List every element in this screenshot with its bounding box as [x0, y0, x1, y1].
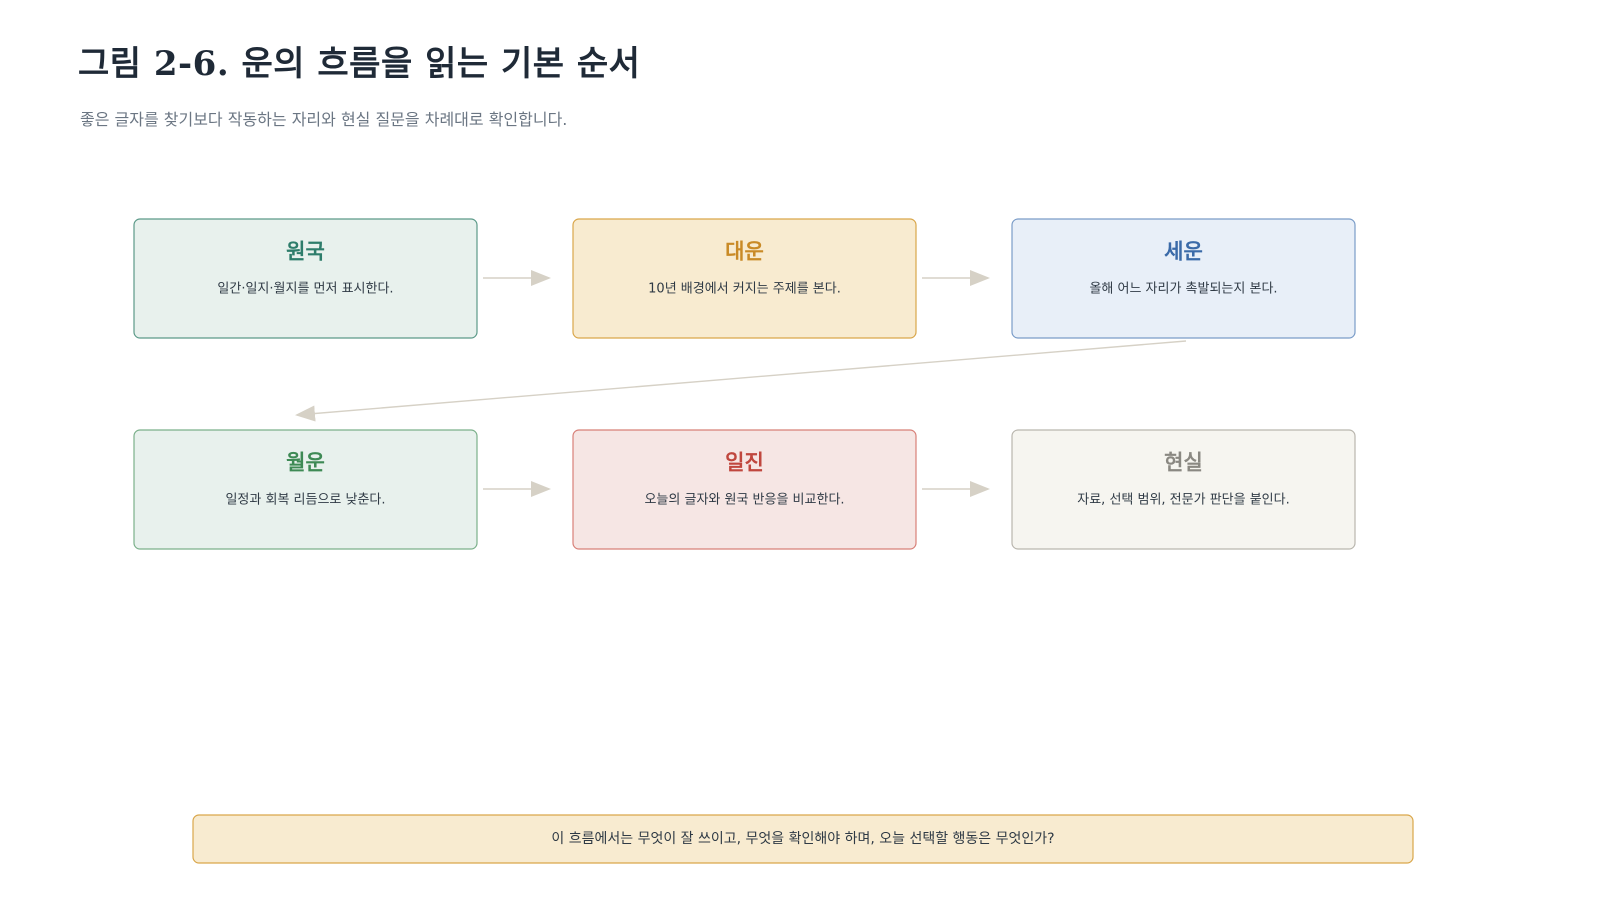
step-description: 일정과 회복 리듬으로 낮춘다. — [225, 493, 385, 508]
step-title: 원국 — [286, 239, 325, 264]
step-description: 올해 어느 자리가 촉발되는지 본다. — [1089, 282, 1277, 297]
step-title: 일진 — [725, 450, 764, 475]
figure-title: 그림 2-6. 운의 흐름을 읽는 기본 순서 — [78, 44, 641, 84]
step-box-frame — [572, 218, 917, 339]
step-title: 현실 — [1164, 450, 1203, 475]
step-description: 오늘의 글자와 원국 반응을 비교한다. — [644, 493, 844, 508]
step-description: 자료, 선택 범위, 전문가 판단을 붙인다. — [1077, 493, 1289, 508]
step-box-frame — [133, 429, 478, 550]
step-box-frame — [1011, 218, 1356, 339]
footer-box — [192, 814, 1414, 864]
figure-subtitle: 좋은 글자를 찾기보다 작동하는 자리와 현실 질문을 차례대로 확인합니다. — [80, 110, 568, 129]
step-box-frame — [572, 429, 917, 550]
step-title: 대운 — [725, 239, 764, 264]
step-description: 일간·일지·월지를 먼저 표시한다. — [217, 282, 393, 297]
step-description: 10년 배경에서 커지는 주제를 본다. — [648, 282, 841, 297]
footer-callout: 이 흐름에서는 무엇이 잘 쓰이고, 무엇을 확인해야 하며, 오늘 선택할 행… — [192, 814, 1414, 864]
arrow-seun-to-wolun — [295, 340, 1187, 422]
step-box-frame — [1011, 429, 1356, 550]
step-title: 월운 — [286, 450, 325, 475]
step-title: 세운 — [1164, 239, 1203, 264]
arrows-layer — [295, 270, 1187, 497]
footer-question: 이 흐름에서는 무엇이 잘 쓰이고, 무엇을 확인해야 하며, 오늘 선택할 행… — [551, 831, 1054, 847]
step-box-daeun: 대운 10년 배경에서 커지는 주제를 본다. — [572, 218, 917, 339]
step-box-frame — [133, 218, 478, 339]
